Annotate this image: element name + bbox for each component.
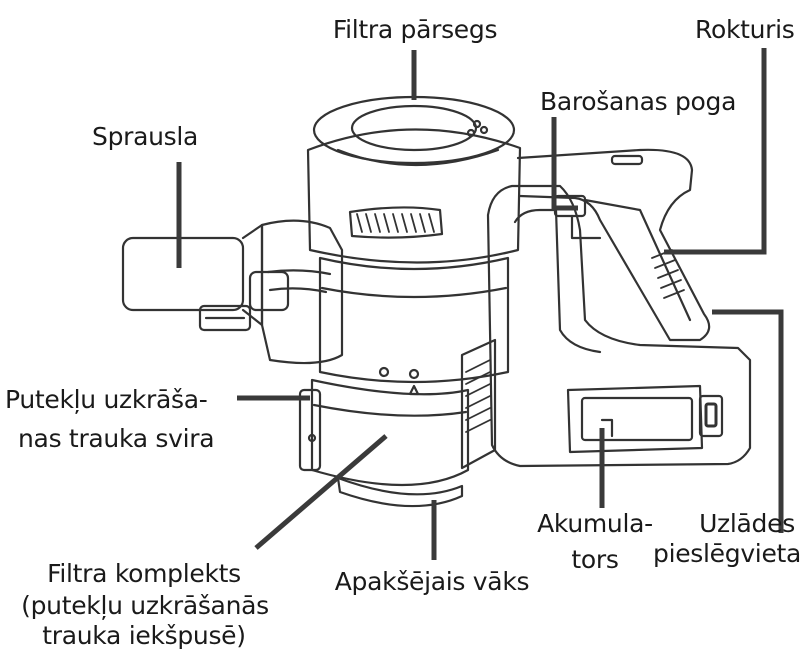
label-power-button: Barošanas poga	[540, 87, 737, 116]
label-filter-kit-3: trauka iekšpusē)	[42, 621, 246, 650]
label-charging-1: Uzlādes	[699, 509, 795, 538]
label-bottom-lid: Apakšējais vāks	[334, 567, 530, 596]
label-battery-2: tors	[571, 545, 619, 574]
label-nozzle: Sprausla	[92, 122, 199, 151]
handle	[516, 148, 711, 342]
motor-body	[486, 184, 752, 468]
label-battery-1: Akumula-	[537, 509, 653, 538]
dust-bin	[298, 378, 470, 508]
cyclone-connector	[248, 219, 344, 365]
label-filter-kit-1: Filtra komplekts	[47, 559, 241, 588]
filter-housing	[306, 95, 522, 264]
label-charging-2: pieslēgvieta	[653, 539, 802, 568]
label-filter-kit-2: (putekļu uzkrāšanās	[21, 591, 269, 620]
dust-cup	[318, 256, 510, 470]
leader-lines	[176, 48, 784, 560]
label-filter-cover: Filtra pārsegs	[332, 15, 498, 44]
label-handle: Rokturis	[695, 15, 795, 44]
nozzle-tube	[121, 223, 264, 332]
label-dust-lever-1: Putekļu uzkrāša-	[5, 385, 208, 414]
label-dust-lever-2: nas trauka svira	[18, 424, 215, 453]
